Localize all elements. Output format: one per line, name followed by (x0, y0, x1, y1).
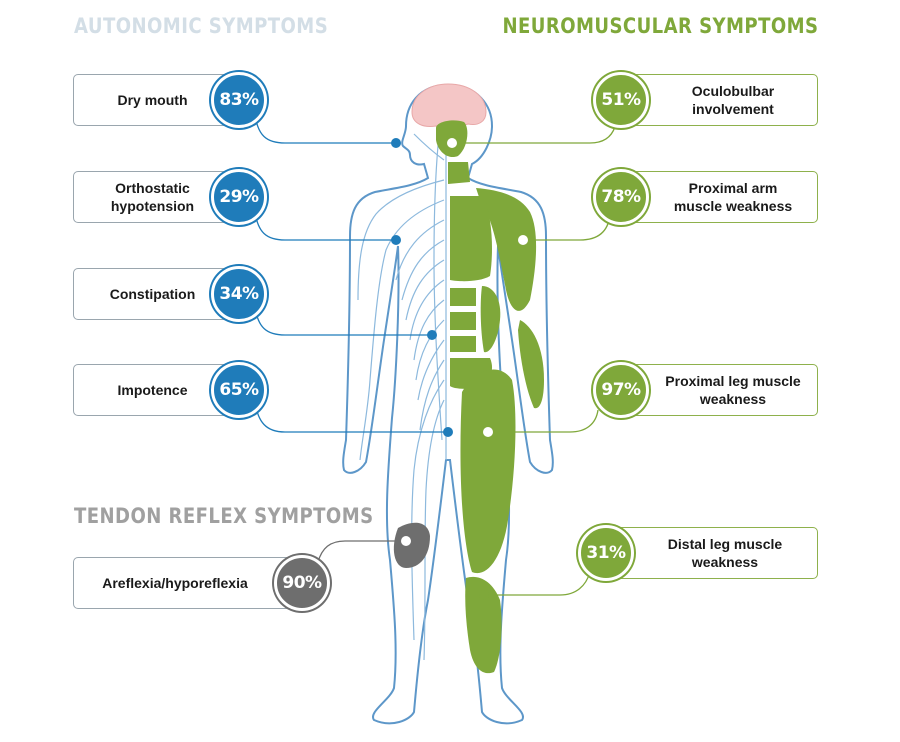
dot-orthostatic (391, 235, 401, 245)
oblique-muscle (480, 286, 501, 353)
abdomen-mid (450, 312, 476, 330)
symptom-label: Distal leg muscle weakness (667, 536, 783, 570)
symptom-label: Oculobulbar involvement (691, 83, 775, 117)
symptom-proximal-arm: Proximal arm muscle weakness (622, 171, 818, 223)
nerve-network (357, 125, 447, 661)
thigh-muscle (460, 369, 516, 574)
symptom-label: Dry mouth (117, 92, 188, 108)
symptom-proximal-leg: Proximal leg muscle weakness (622, 364, 818, 416)
abdomen-upper (450, 288, 476, 306)
connector-tendon (317, 540, 406, 563)
percent-badge: 97% (593, 362, 649, 418)
percent-badge: 65% (211, 362, 267, 418)
symptom-label: Impotence (117, 382, 188, 398)
symptom-label: Proximal arm muscle weakness (673, 180, 793, 214)
symptom-label: Areflexia/hyporeflexia (102, 575, 248, 591)
symptom-label: Proximal leg muscle weakness (665, 373, 801, 407)
symptom-oculobulbar: Oculobulbar involvement (622, 74, 818, 126)
shin-muscle (465, 576, 502, 674)
dot-constipation (427, 330, 437, 340)
tendon-title: TENDON REFLEX SYMPTOMS (74, 504, 374, 528)
symptom-label: Orthostatic hypotension (110, 180, 195, 214)
autonomic-title: AUTONOMIC SYMPTOMS (74, 14, 329, 38)
dot-impotence (443, 427, 453, 437)
percent-badge: 34% (211, 266, 267, 322)
percent-badge: 29% (211, 169, 267, 225)
knee-tendon (393, 522, 430, 568)
chest-muscle (450, 196, 492, 282)
percent-badge: 31% (578, 525, 634, 581)
dot-areflexia (401, 536, 411, 546)
symptom-label: Constipation (109, 286, 196, 302)
percent-badge: 90% (274, 555, 330, 611)
dot-dry-mouth (391, 138, 401, 148)
percent-badge: 51% (593, 72, 649, 128)
neuromuscular-title: NEUROMUSCULAR SYMPTOMS (501, 14, 818, 38)
muscle-group (436, 120, 544, 674)
dot-proximal-arm (518, 235, 528, 245)
percent-badge: 78% (593, 169, 649, 225)
symptom-distal-leg: Distal leg muscle weakness (606, 527, 818, 579)
symptom-areflexia: Areflexia/hyporeflexia (73, 557, 303, 609)
forearm-muscle (518, 320, 544, 409)
shoulder-muscle (476, 188, 537, 311)
dot-distal-leg (479, 590, 489, 600)
abdomen-low (450, 336, 476, 352)
dot-proximal-leg (483, 427, 493, 437)
percent-badge: 83% (211, 72, 267, 128)
dot-oculobulbar (447, 138, 457, 148)
brain (411, 83, 487, 127)
neck-muscle (448, 162, 470, 184)
